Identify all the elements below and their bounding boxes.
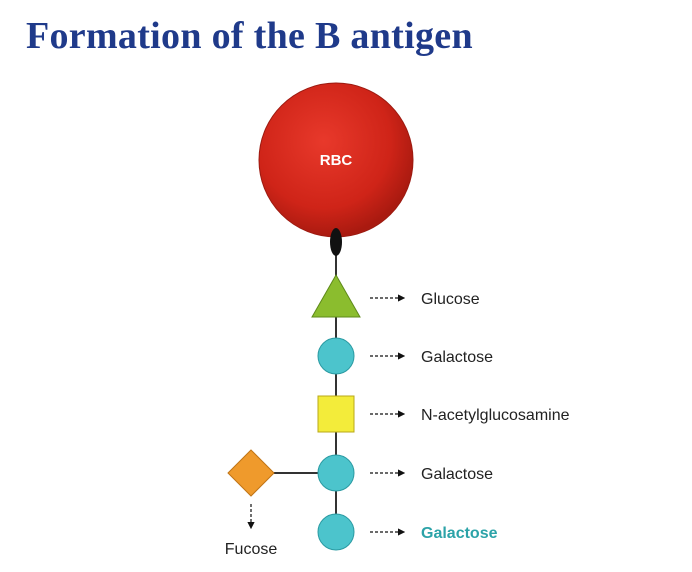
fucose-label: Fucose: [225, 541, 278, 558]
glucose-label: Glucose: [421, 291, 480, 308]
n-acetylglucosamine-square: [317, 395, 355, 433]
n-acetylglucosamine-label: N-acetylglucosamine: [421, 407, 570, 424]
galactose-circle-2: [317, 454, 355, 492]
galactose-label-1: Galactose: [421, 349, 493, 366]
fucose-diamond: [227, 449, 275, 497]
galactose-label-2: Galactose: [421, 466, 493, 483]
slide-title: Formation of the B antigen: [26, 15, 473, 57]
galactose-circle-1: [317, 337, 355, 375]
galactose-label-3: Galactose: [421, 525, 498, 542]
galactose-circle-3: [317, 513, 355, 551]
rbc-label: RBC: [320, 152, 353, 169]
membrane-anchor: [330, 228, 342, 256]
glucose-triangle: [311, 273, 361, 318]
